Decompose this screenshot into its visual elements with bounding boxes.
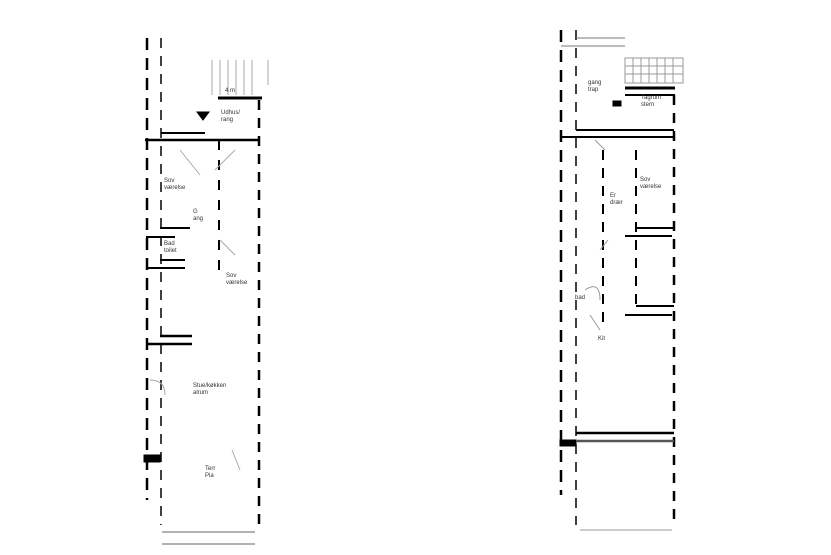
room-label-kit: Kit <box>598 336 606 342</box>
room-label-entrance: Udhus/rang <box>221 110 241 123</box>
dimension-label: 4 m <box>225 88 236 94</box>
room-label-bad: bad <box>575 295 586 301</box>
